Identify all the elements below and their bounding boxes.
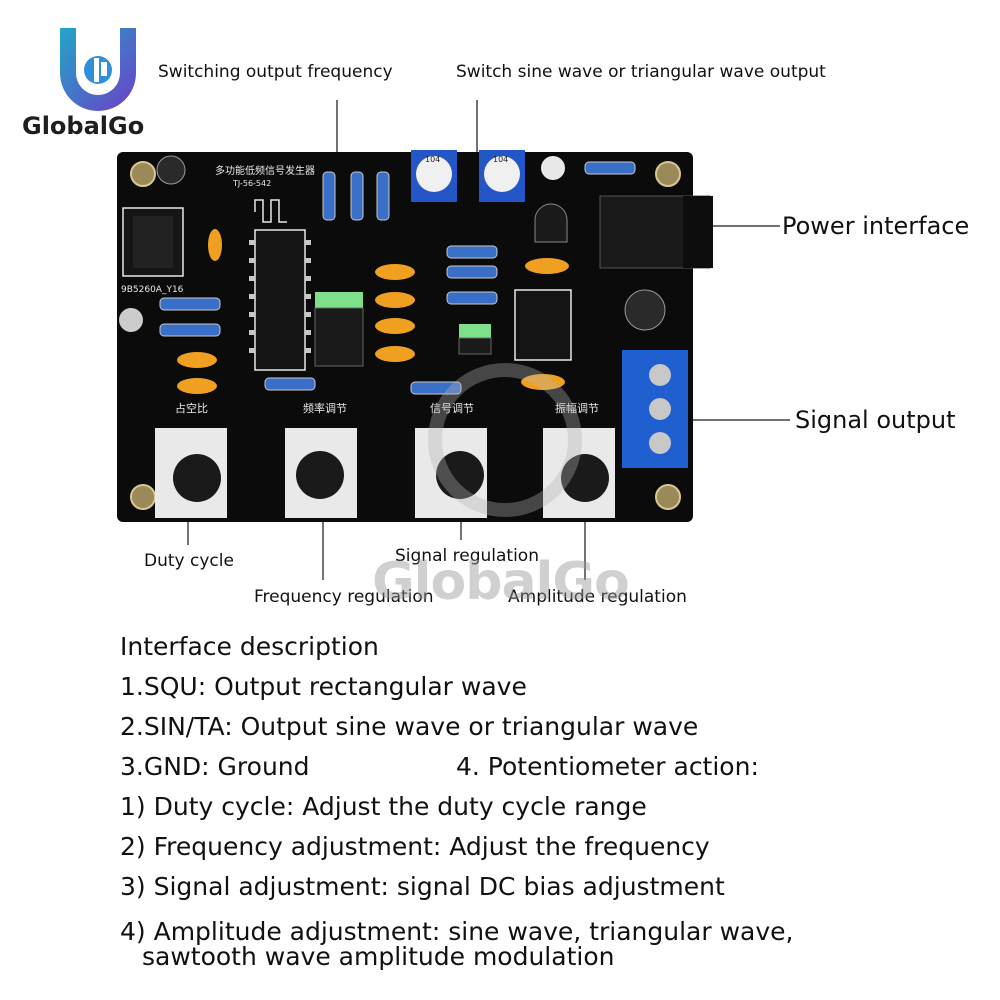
- board-chip-label: 9B5260A_Y16: [121, 285, 184, 295]
- callout-signal-regulation: Signal regulation: [395, 546, 539, 566]
- description-line: 2) Frequency adjustment: Adjust the freq…: [120, 832, 710, 861]
- board-model: TJ-56-542: [232, 179, 271, 188]
- description-line: sawtooth wave amplitude modulation: [142, 942, 615, 971]
- capacitor-icon: [177, 229, 569, 394]
- trimmer-r2-value: 104: [425, 155, 440, 164]
- description-line: 3) Signal adjustment: signal DC bias adj…: [120, 872, 725, 901]
- watermark: GlobalGo: [372, 552, 630, 612]
- knob-label-4: 振幅调节: [555, 401, 599, 415]
- resistor-icon: [159, 161, 636, 395]
- jumper-jp2: [315, 292, 363, 308]
- description-line: 4) Amplitude adjustment: sine wave, tria…: [120, 917, 794, 946]
- knob-label-3: 信号调节: [430, 402, 474, 415]
- callout-power-interface: Power interface: [782, 212, 970, 240]
- callout-frequency-regulation: Frequency regulation: [254, 587, 434, 607]
- description-line: 1.SQU: Output rectangular wave: [120, 672, 527, 701]
- led-icon: [541, 156, 565, 180]
- description-line: 1) Duty cycle: Adjust the duty cycle ran…: [120, 792, 647, 821]
- callout-duty-cycle: Duty cycle: [144, 551, 234, 571]
- knob-label-1: 占空比: [175, 401, 208, 415]
- globalgo-logo-icon: [60, 28, 136, 111]
- board-title: 多功能低频信号发生器: [215, 164, 315, 177]
- brand-logo: GlobalGo: [22, 18, 172, 148]
- trimmer-r3-value: 104: [493, 155, 508, 164]
- callout-switching-frequency: Switching output frequency: [158, 62, 393, 82]
- description-line: 4. Potentiometer action:: [456, 752, 759, 781]
- jumper-jp1: [459, 324, 491, 338]
- callout-switch-wave: Switch sine wave or triangular wave outp…: [456, 62, 826, 82]
- callout-signal-output: Signal output: [795, 406, 956, 434]
- knob-label-2: 频率调节: [303, 401, 347, 415]
- pcb-board: 多功能低频信号发生器 TJ-56-542 9B5260A_Y16: [117, 150, 713, 522]
- screw-icon: [130, 161, 681, 510]
- potentiometer-icon: [155, 428, 615, 518]
- callout-amplitude-regulation: Amplitude regulation: [508, 587, 687, 607]
- brand-name: GlobalGo: [22, 112, 145, 140]
- description-line: 3.GND: Ground: [120, 752, 310, 781]
- description-line: 2.SIN/TA: Output sine wave or triangular…: [120, 712, 699, 741]
- description-heading: Interface description: [120, 632, 379, 661]
